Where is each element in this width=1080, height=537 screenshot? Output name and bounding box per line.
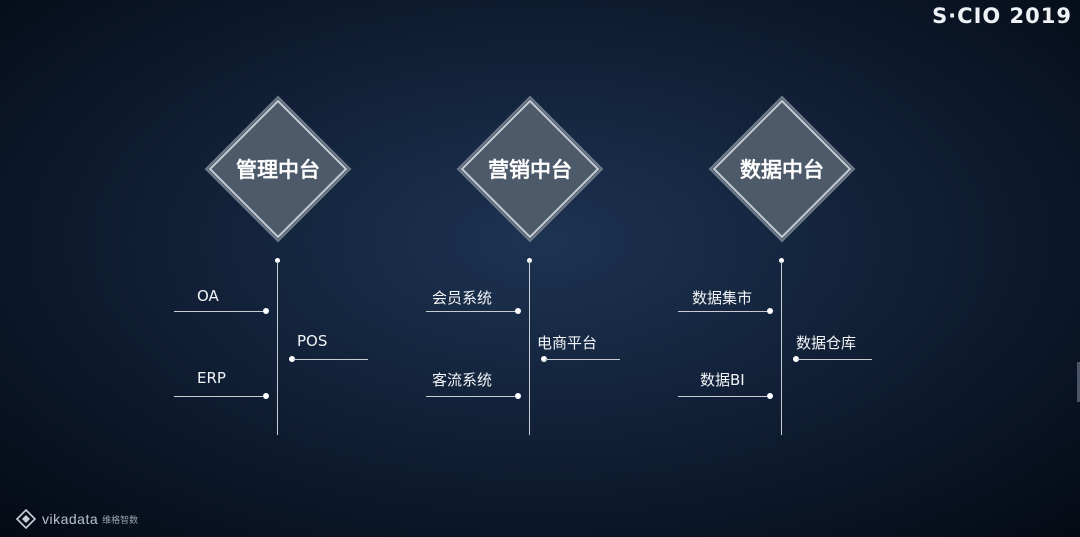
pillar-title: 数据中台 [740, 158, 824, 182]
branch-label: 会员系统 [432, 289, 493, 307]
branch-dot [541, 356, 547, 362]
diamond-badge: 营销中台 [456, 95, 604, 243]
branch-line [293, 359, 368, 360]
pillar-data: 数据中台 数据集市 数据仓库 数据BI [654, 95, 914, 440]
pillar-marketing: 营销中台 会员系统 电商平台 客流系统 [402, 95, 662, 440]
trunk-top-dot [527, 258, 532, 263]
branch-label: 数据BI [700, 371, 745, 389]
branch-line [797, 359, 872, 360]
branch-line [426, 396, 519, 397]
branch-label: 数据仓库 [796, 334, 857, 352]
diamond-badge: 数据中台 [708, 95, 856, 243]
branch-dot [515, 393, 521, 399]
pillar-title: 营销中台 [488, 158, 572, 182]
trunk-line [781, 261, 782, 435]
event-logo: S·CIO 2019 [932, 4, 1072, 28]
branch-line [678, 396, 771, 397]
branch-dot [289, 356, 295, 362]
branch-label: POS [297, 332, 328, 350]
logo-name: vikadata [42, 511, 99, 527]
logo-cn-name: 维格智数 [102, 514, 139, 525]
branch-line [174, 396, 267, 397]
pillar-title: 管理中台 [236, 158, 320, 182]
trunk-line [277, 261, 278, 435]
branch-line [545, 359, 620, 360]
branch-label: ERP [197, 369, 226, 387]
edge-marker [1077, 362, 1080, 402]
branch-dot [793, 356, 799, 362]
pillar-management: 管理中台 OA POS ERP [150, 95, 410, 440]
branch-label: 数据集市 [692, 289, 753, 307]
company-logo: vikadata 维格智数 [16, 509, 138, 529]
trunk-top-dot [275, 258, 280, 263]
branch-dot [515, 308, 521, 314]
branch-dot [767, 308, 773, 314]
branch-label: 电商平台 [537, 334, 598, 352]
branch-dot [263, 308, 269, 314]
branch-label: 客流系统 [432, 371, 493, 389]
diamond-badge: 管理中台 [204, 95, 352, 243]
branch-line [678, 311, 771, 312]
trunk-line [529, 261, 530, 435]
logo-mark-icon [16, 509, 36, 529]
branch-label: OA [197, 287, 219, 305]
branch-line [426, 311, 519, 312]
branch-dot [263, 393, 269, 399]
trunk-top-dot [779, 258, 784, 263]
branch-dot [767, 393, 773, 399]
branch-line [174, 311, 267, 312]
